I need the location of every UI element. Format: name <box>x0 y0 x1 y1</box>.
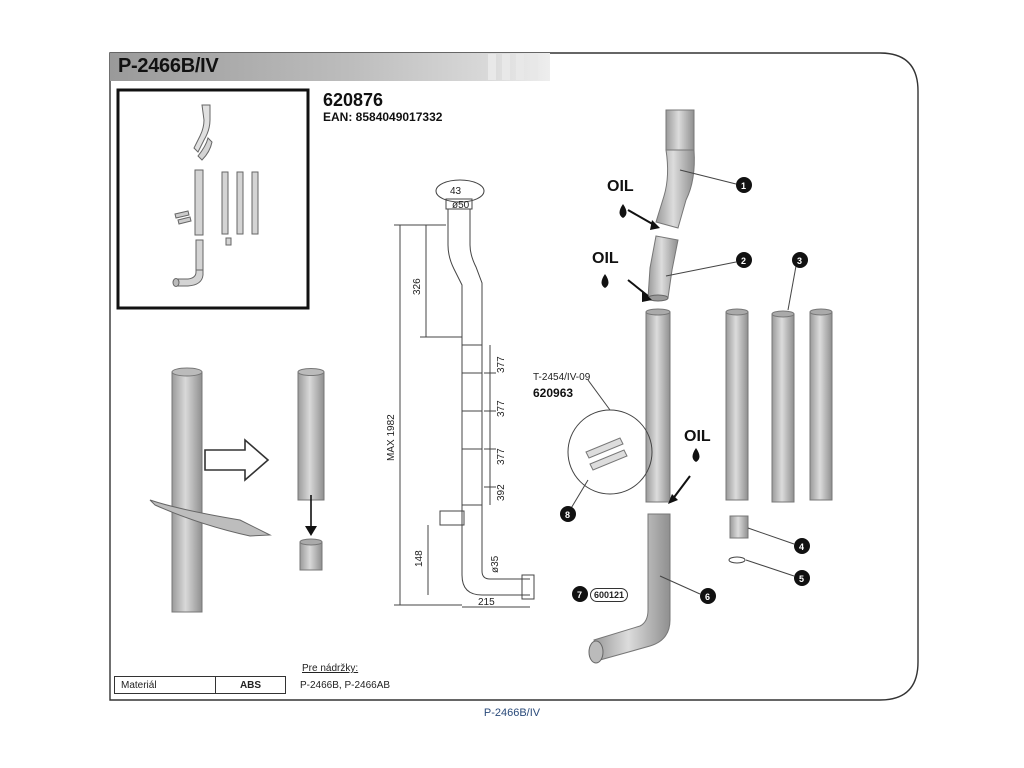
callout-3: 3 <box>792 252 808 268</box>
callout-7: 7 <box>572 586 588 602</box>
oil-label-2: OIL <box>592 250 619 267</box>
svg-text:2: 2 <box>741 256 746 266</box>
callout-6: 6 <box>700 588 716 604</box>
callout-2: 2 <box>736 252 752 268</box>
material-value: ABS <box>239 679 262 691</box>
svg-text:5: 5 <box>799 574 804 584</box>
oil-label-3: OIL <box>684 428 711 445</box>
svg-text:8: 8 <box>565 510 570 520</box>
svg-text:4: 4 <box>799 542 804 552</box>
compatibility-items: P-2466B, P-2466AB <box>300 680 391 691</box>
callout-4: 4 <box>794 538 810 554</box>
overview-thumbnail <box>172 104 259 287</box>
dim-392: 392 <box>496 484 507 501</box>
exploded-view <box>567 109 833 664</box>
dim-top: 43 <box>450 186 462 197</box>
dim-dia-top: ø50 <box>452 200 470 211</box>
title-bar <box>110 53 550 81</box>
svg-text:6: 6 <box>705 592 710 602</box>
dimension-drawing: 43 ø50 326 377 377 377 392 MAX 1982 148 … <box>386 179 535 608</box>
dim-377-c: 377 <box>496 448 507 465</box>
title-stripes <box>488 54 538 80</box>
ref-code: T-2454/IV-09 <box>533 372 591 383</box>
dim-max: MAX 1982 <box>386 414 397 461</box>
dim-377-b: 377 <box>496 400 507 417</box>
ref-part: 620963 <box>533 386 574 400</box>
dim-377-a: 377 <box>496 356 507 373</box>
cutting-illustration <box>149 367 325 613</box>
callout-layer: 1 2 3 4 5 6 7 8 <box>560 177 810 604</box>
callout-8: 8 <box>560 506 576 522</box>
material-table: Materiál ABS <box>114 676 286 694</box>
dim-326: 326 <box>412 278 423 295</box>
svg-text:1: 1 <box>741 181 746 191</box>
callout-1: 1 <box>736 177 752 193</box>
compatibility-title: Pre nádržky: <box>302 663 359 674</box>
part-7-code: 600121 <box>590 588 628 602</box>
dim-148: 148 <box>414 550 425 567</box>
dim-dia-bottom: ø35 <box>490 555 501 573</box>
model-title: P-2466B/IV <box>118 55 219 77</box>
ean-code: EAN: 8584049017332 <box>323 110 443 124</box>
svg-text:3: 3 <box>797 256 802 266</box>
svg-text:7: 7 <box>577 590 582 600</box>
part-code: 620876 <box>323 90 384 110</box>
footer-model: P-2466B/IV <box>483 707 541 719</box>
callout-5: 5 <box>794 570 810 586</box>
dim-215: 215 <box>478 597 495 608</box>
oil-label-1: OIL <box>607 178 634 195</box>
material-label: Materiál <box>115 677 216 693</box>
